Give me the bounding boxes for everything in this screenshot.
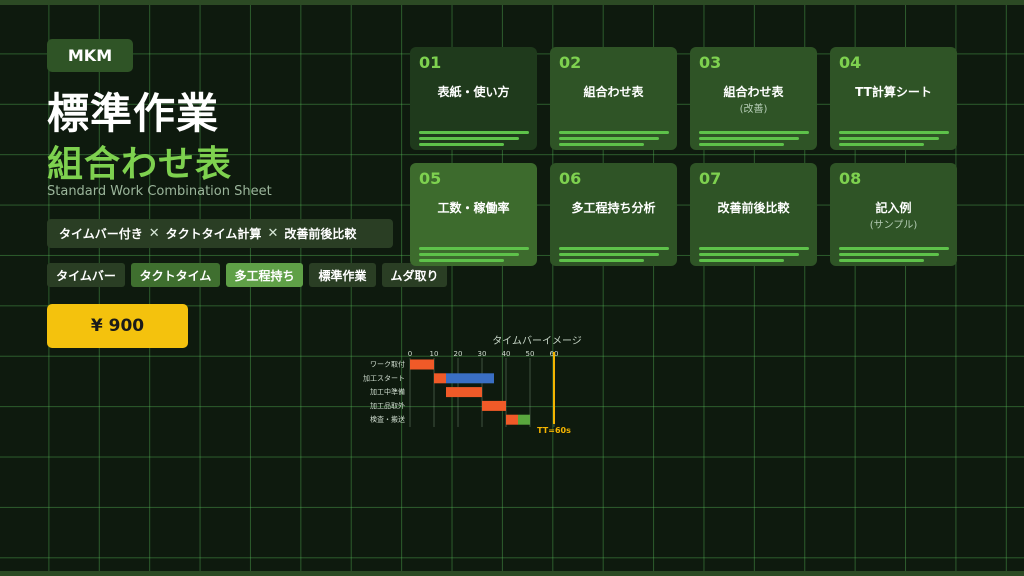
- chart-tick-label: 60: [550, 350, 559, 358]
- chart-bar: [518, 414, 530, 425]
- chart-tick-label: 40: [502, 350, 511, 358]
- card-number: 07: [699, 169, 722, 188]
- card-bar: [419, 143, 504, 146]
- chart-tick-label: 50: [526, 350, 535, 358]
- card-bar: [839, 137, 939, 140]
- card-bar: [559, 131, 669, 134]
- card-bar: [699, 131, 809, 134]
- feature-item: タクトタイム計算: [165, 227, 262, 241]
- card-bar: [839, 247, 949, 250]
- brand-badge: MKM: [47, 39, 133, 72]
- separator-icon: ✕: [267, 226, 279, 241]
- card-bar: [559, 247, 669, 250]
- card-bar: [559, 259, 644, 262]
- chart-row-label: 加工品取外: [370, 401, 405, 410]
- card-bar: [419, 137, 519, 140]
- tag-takt-time[interactable]: タクトタイム: [131, 263, 220, 287]
- card-bar: [699, 247, 809, 250]
- page-title-accent: 組合わせ表: [47, 144, 233, 185]
- price-button[interactable]: ¥ 900: [47, 304, 188, 348]
- separator-icon: ✕: [148, 226, 160, 241]
- tag-multi-process[interactable]: 多工程持ち: [226, 263, 303, 287]
- feature-item: タイムバー付き: [59, 227, 143, 241]
- card-bar: [839, 253, 939, 256]
- card-bar: [699, 143, 784, 146]
- card-label: 工数・稼働率: [437, 201, 510, 215]
- bottom-border: [0, 571, 1024, 576]
- tag-standard-work[interactable]: 標準作業: [309, 263, 376, 287]
- card-07[interactable]: 07 改善前後比較: [690, 163, 817, 266]
- tag-waste-reduction[interactable]: ムダ取り: [382, 263, 447, 287]
- card-number: 01: [419, 53, 442, 72]
- card-number: 05: [419, 169, 442, 188]
- chart-bar: [446, 373, 494, 384]
- page-title: 標準作業: [47, 89, 220, 138]
- card-bar: [419, 247, 529, 250]
- card-05[interactable]: 05 工数・稼働率: [410, 163, 537, 266]
- card-number: 06: [559, 169, 582, 188]
- card-label: 組合わせ表: [723, 85, 784, 99]
- card-number: 02: [559, 53, 582, 72]
- chart-row-label: 加工スタート: [363, 373, 405, 382]
- chart-tick-label: 30: [478, 350, 487, 358]
- card-bar: [419, 131, 529, 134]
- chart-bar: [410, 359, 434, 370]
- card-bar: [839, 131, 949, 134]
- card-label: 表紙・使い方: [437, 85, 510, 99]
- card-bar: [839, 143, 924, 146]
- card-bar: [559, 253, 659, 256]
- chart-row-label: 検査・搬送: [370, 415, 405, 424]
- chart-bar: [482, 400, 506, 411]
- top-border: [0, 0, 1024, 5]
- card-bar: [419, 259, 504, 262]
- tag-timebar[interactable]: タイムバー: [47, 263, 125, 287]
- card-bar: [699, 137, 799, 140]
- card-bar: [559, 137, 659, 140]
- card-number: 08: [839, 169, 862, 188]
- card-label: 組合わせ表: [583, 85, 644, 99]
- card-bar: [699, 259, 784, 262]
- card-bar: [839, 259, 924, 262]
- card-label: TT計算シート: [855, 85, 932, 99]
- card-bar: [699, 253, 799, 256]
- card-bar: [419, 253, 519, 256]
- card-number: 03: [699, 53, 722, 72]
- card-number: 04: [839, 53, 862, 72]
- card-label: 記入例: [875, 201, 912, 215]
- chart-bar: [506, 414, 518, 425]
- card-08[interactable]: 08 記入例 (サンプル): [830, 163, 957, 266]
- page-subtitle: Standard Work Combination Sheet: [47, 184, 272, 199]
- card-sublabel: (サンプル): [869, 220, 918, 231]
- chart-tick-label: 20: [454, 350, 463, 358]
- card-sublabel: (改善): [739, 104, 768, 115]
- chart-tick-label: 10: [430, 350, 439, 358]
- feature-list: タイムバー付き ✕ タクトタイム計算 ✕ 改善前後比較: [47, 219, 393, 248]
- chart-bar: [434, 373, 446, 384]
- chart-row-label: ワーク取付: [370, 360, 405, 369]
- feature-item: 改善前後比較: [284, 227, 357, 241]
- chart-bar: [446, 387, 482, 398]
- card-04[interactable]: 04 TT計算シート: [830, 47, 957, 150]
- card-03[interactable]: 03 組合わせ表 (改善): [690, 47, 817, 150]
- card-02[interactable]: 02 組合わせ表: [550, 47, 677, 150]
- chart-tick-label: 0: [408, 350, 412, 358]
- card-label: 改善前後比較: [717, 201, 790, 215]
- chart-row-label: 加工中準備: [370, 387, 405, 396]
- card-01[interactable]: 01 表紙・使い方: [410, 47, 537, 150]
- card-bar: [559, 143, 644, 146]
- takt-label: TT=60s: [537, 426, 571, 435]
- card-label: 多工程持ち分析: [571, 201, 656, 215]
- chart-title: タイムバーイメージ: [492, 335, 582, 347]
- card-06[interactable]: 06 多工程持ち分析: [550, 163, 677, 266]
